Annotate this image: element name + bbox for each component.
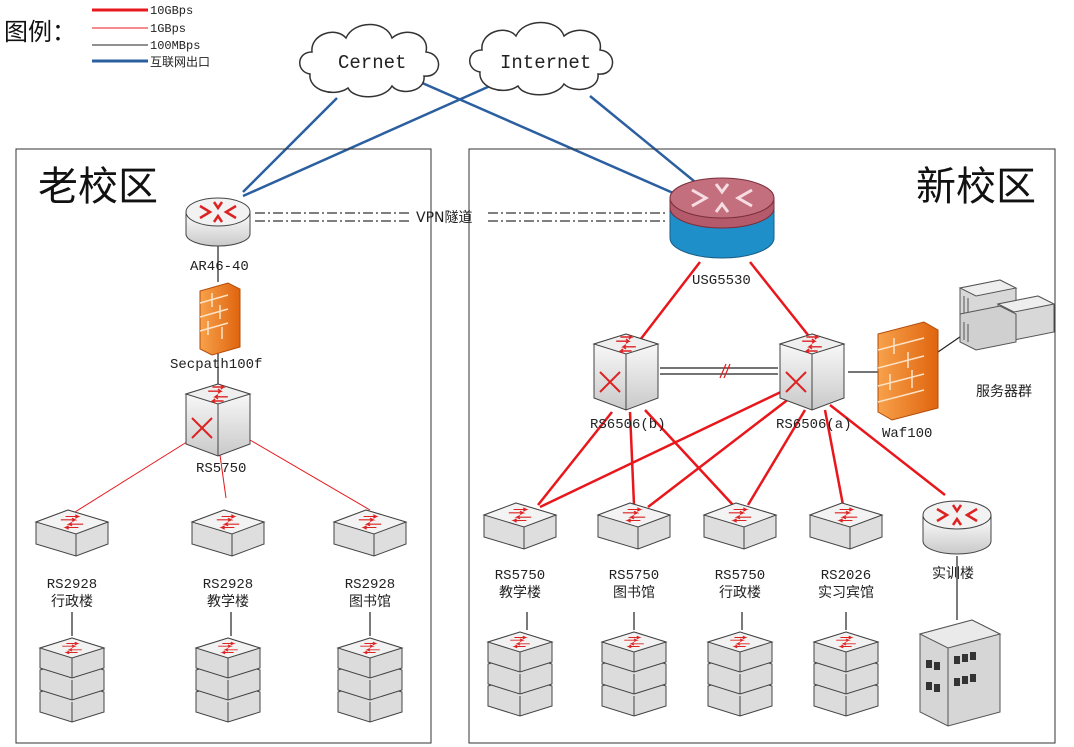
switch-stack-icon [600,631,668,717]
access-building-label: 实习宾馆 [818,585,874,601]
switch-stack-icon [486,631,554,717]
core-switch-icon [184,383,252,457]
legend-label-100m: 100MBps [150,39,200,53]
building-icon [918,619,1002,727]
access-switch-icon [596,502,672,550]
gateway-label: USG5530 [692,273,751,289]
access-switch-icon [702,502,778,550]
access-model-label: RS5750 [609,568,659,584]
access-switch-icon [808,502,884,550]
access-model-label: RS5750 [495,568,545,584]
access-switch-icon [332,509,408,557]
access-building-label: 图书馆 [613,585,655,601]
vpn-label: VPN隧道 [416,210,473,226]
old-campus-title: 老校区 [38,164,158,210]
access-model-label: RS2928 [47,577,97,593]
legend-title: 图例： [4,18,76,46]
firewall-icon [877,321,939,421]
access-model-label: RS2928 [345,577,395,593]
switch-stack-icon [706,631,774,717]
new-campus-title: 新校区 [916,164,1036,210]
router-icon [185,197,251,247]
training-router-label: 实训楼 [932,566,974,582]
router-label: AR46-40 [190,259,249,275]
server-links [526,329,971,630]
cernet-label: Cernet [338,52,406,74]
access-switch-icon [34,509,110,557]
access-building-label: 行政楼 [51,594,93,610]
legend-label-10g: 10GBps [150,4,193,18]
legend: 图例： 10GBps 1GBps 100MBps 互联网出口 [4,4,210,70]
access-model-label: RS2928 [203,577,253,593]
core-switch-icon [592,333,660,411]
legend-label-1g: 1GBps [150,22,186,36]
firewall-icon [199,282,241,356]
old-campus-links [71,245,371,636]
waf-label: Waf100 [882,426,932,442]
gateway-icon [669,177,775,259]
internet-links [242,80,701,198]
access-model-label: RS5750 [715,568,765,584]
switch-stack-icon [336,637,404,723]
access-switch-icon [482,502,558,550]
vpn-tunnel [255,212,668,222]
core-interlink [660,363,778,379]
new-campus-links [537,261,946,509]
new-campus-zone [468,148,1056,744]
access-building-label: 图书馆 [349,594,391,610]
core-b-label: RS6506(b) [590,417,666,433]
old-campus-zone [15,148,432,744]
access-switch-icon [190,509,266,557]
switch-stack-icon [38,637,106,723]
server-icon [958,279,1056,351]
core-switch-icon [778,333,846,411]
router-icon [922,500,992,555]
legend-label-internet: 互联网出口 [150,55,210,70]
access-building-label: 教学楼 [499,585,541,601]
switch-stack-icon [812,631,880,717]
servers-label: 服务器群 [976,384,1032,400]
core-switch-label: RS5750 [196,461,246,477]
cloud-icon [469,21,614,96]
firewall-label: Secpath100f [170,357,262,373]
cloud-icon [299,23,440,98]
internet-label: Internet [500,52,591,74]
access-model-label: RS2026 [821,568,871,584]
access-building-label: 教学楼 [207,594,249,610]
switch-stack-icon [194,637,262,723]
core-a-label: RS6506(a) [776,417,852,433]
access-building-label: 行政楼 [719,585,761,601]
